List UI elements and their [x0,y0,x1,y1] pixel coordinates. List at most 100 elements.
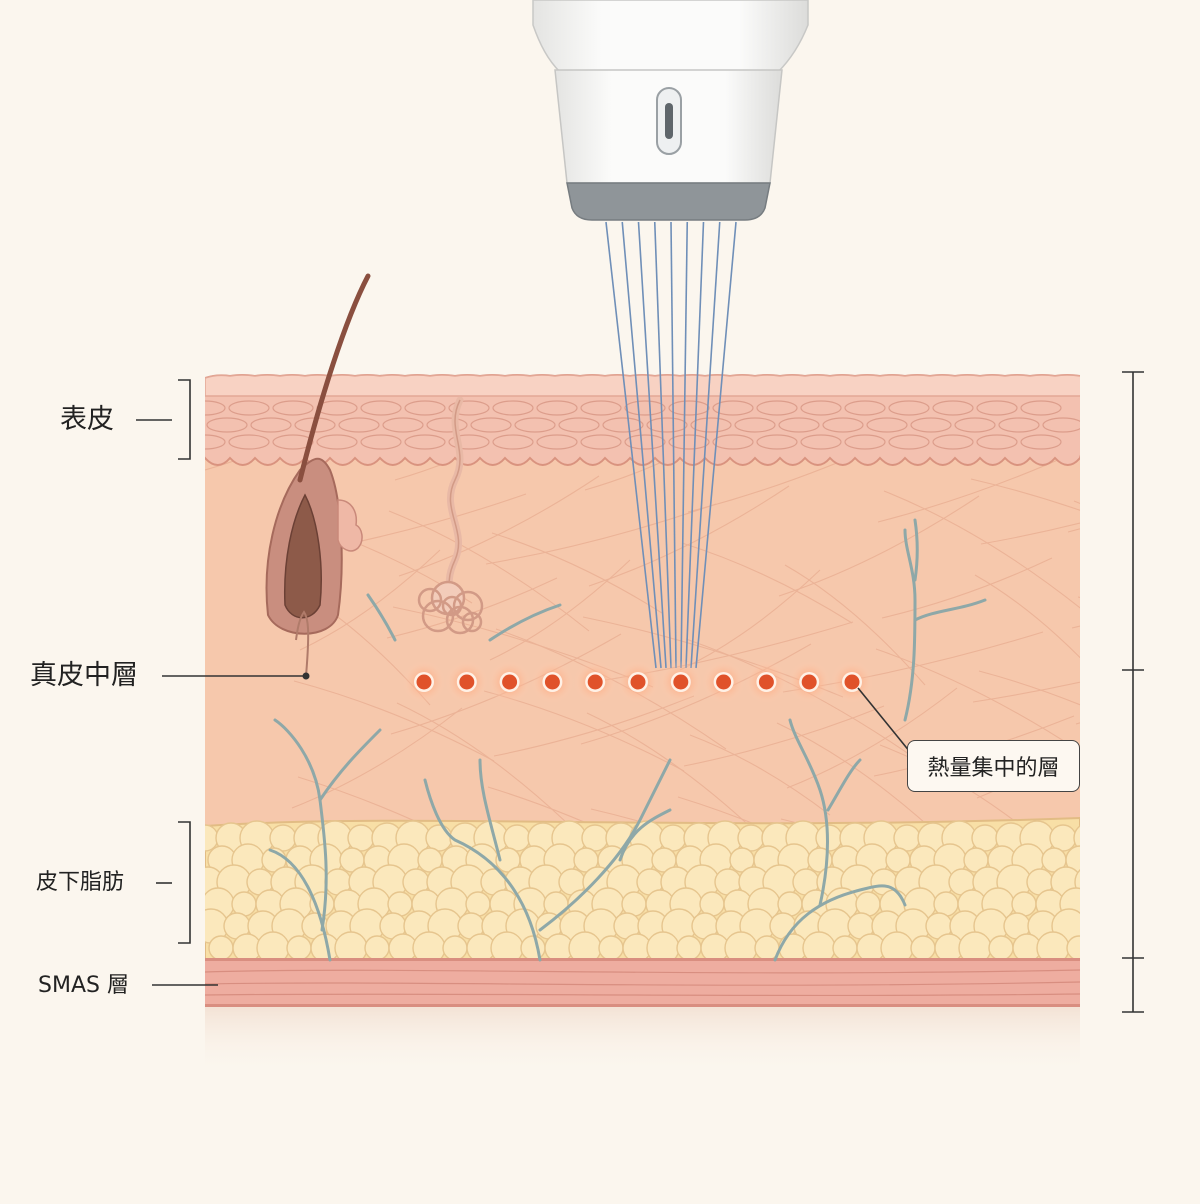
vessel-branch [788,718,829,907]
collagen-fiber [1075,722,1080,725]
fat-cell [910,935,936,961]
epidermis-cell [822,417,864,433]
collagen-fiber [489,559,631,661]
epidermis-cell [382,417,424,433]
epidermis-cell [558,417,600,433]
beam-line [605,221,657,669]
bottom-fade [205,1005,1080,1075]
collagen-fiber [877,449,1080,523]
collagen-fiber [970,478,1080,511]
heat-point [758,674,774,690]
epidermis-cell [228,400,270,416]
device-indicator [665,103,673,139]
heat-point [459,674,475,690]
beam-line [685,221,705,669]
ultrasound-device [532,0,809,221]
fat-cell [347,824,375,852]
fat-cell [425,824,453,852]
fat-cell [971,824,999,852]
collagen-fiber [586,712,758,834]
vessel-branch [826,758,862,812]
collagen-fiber [974,574,1080,659]
collagen-fiber [299,549,441,651]
epidermis-cell [998,417,1040,433]
epidermis-cell [316,434,358,450]
epidermis-cell [536,400,578,416]
label-mid-dermis: 真皮中層 [30,660,138,691]
collagen-fiber [972,681,1080,703]
collagen-fiber [398,475,600,577]
blood-vessels [268,518,987,962]
fat-cell [503,824,531,852]
fat-cell [269,824,297,852]
epidermis-cell [976,434,1018,450]
skin-surface [205,374,1080,397]
heat-point [844,674,860,690]
epidermis-cell [712,434,754,450]
epidermis-cell [492,434,534,450]
epidermis-cell [866,417,908,433]
beam-line [690,221,721,669]
collagen-fiber [1071,625,1080,629]
heat-point [416,674,432,690]
fat-bracket [178,821,191,944]
epidermis-cell [580,400,622,416]
epidermis-cell [932,400,974,416]
fat-cell [832,935,858,961]
epidermis-cell [976,400,1018,416]
epidermis-cell [910,417,952,433]
ultrasound-beams [605,221,737,669]
smas-bottom-edge [205,1004,1080,1007]
epidermis-cell [205,400,226,416]
collagen-fiber [980,522,1080,545]
collagen-fiber [1077,596,1080,598]
heat-points [402,660,874,704]
collagen-fiber [689,734,831,816]
epidermis-cell [205,434,226,450]
epidermis-cell [426,417,468,433]
vessel-branch [268,848,332,962]
epidermis-cell [1020,400,1062,416]
epidermis-cell [272,434,314,450]
epidermis-cell [1020,434,1062,450]
epidermis-cell [800,434,842,450]
vessel-branch [366,593,397,642]
heat-point [544,674,560,690]
fat-cell [1074,868,1080,896]
epidermis-cell [360,400,402,416]
beam-line [695,221,737,669]
heat-point [630,674,646,690]
epidermis-cell [756,434,798,450]
collagen-fiber [883,490,1080,609]
label-epidermis: 表皮 [60,404,114,435]
hair-follicle [265,273,371,677]
epidermis-cell [1042,417,1080,433]
epidermis-cell [800,400,842,416]
smas-top-edge [205,958,1080,961]
fat-cell [893,824,921,852]
epidermis-cell [448,400,490,416]
heat-point [716,674,732,690]
epidermis-cell [206,417,248,433]
heat-point [587,674,603,690]
vessel-branch [618,808,672,862]
beam-line [621,221,662,669]
epidermis-cell [404,434,446,450]
vessel-branch [773,884,907,962]
vessel-branch [318,728,382,802]
epidermis-cell [602,417,644,433]
collagen-fiber [388,510,590,632]
fat-cell [659,824,687,852]
fat-cell [598,935,624,961]
epidermis-cell [448,434,490,450]
heat-point [801,674,817,690]
fat-cell [581,824,609,852]
fat-cell [988,935,1014,961]
epidermis-cell [734,417,776,433]
vessel-branch [903,528,917,722]
epidermis-cell [514,417,556,433]
fat-cell [208,935,234,961]
collagen-fiber [683,705,885,767]
